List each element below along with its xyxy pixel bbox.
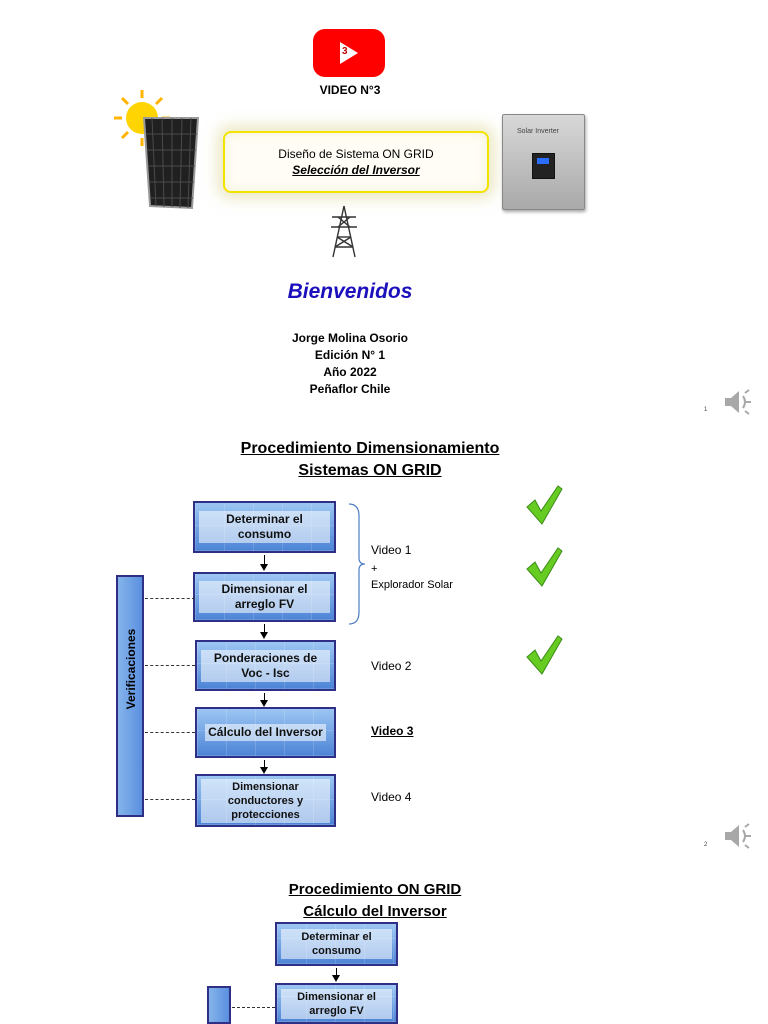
flow-step-conductores: Dimensionar conductores y protecciones — [195, 774, 336, 827]
welcome-heading: Bienvenidos — [287, 280, 413, 303]
procedure-on-grid-title: Procedimiento ON GRID Cálculo del Invers… — [240, 879, 510, 923]
verificaciones-bar-2 — [207, 986, 231, 1024]
checkmark-icon — [526, 485, 563, 525]
flow-arrow — [260, 624, 268, 639]
dashed-connector — [232, 1007, 275, 1008]
flow-step-arreglo: Dimensionar el arreglo FV — [193, 572, 336, 622]
page-number-2: 2 — [704, 842, 708, 848]
youtube-video-number: 3 — [342, 46, 348, 57]
flow-step-inversor: Cálculo del Inversor — [195, 707, 336, 758]
verificaciones-label: Verificaciones — [124, 628, 138, 710]
solar-panel-icon — [142, 117, 200, 210]
procedure-on-grid-line1: Procedimiento ON GRID — [288, 881, 462, 898]
flow-step-arreglo-2: Dimensionar el arreglo FV — [275, 983, 398, 1024]
topic-subtitle: Selección del Inversor — [292, 163, 420, 177]
procedure-title-line1: Procedimiento Dimensionamiento — [240, 440, 500, 457]
brace-icon — [348, 503, 366, 625]
plus-label: + — [371, 563, 378, 575]
video-4-label: Video 4 — [371, 790, 412, 804]
flow-step-label: Determinar el consumo — [199, 511, 330, 543]
flow-step-label: Dimensionar conductores y protecciones — [201, 778, 330, 823]
procedure-title-line2: Sistemas ON GRID — [298, 462, 442, 479]
play-icon: 3 — [340, 42, 358, 64]
video-title: VIDEO N°3 — [319, 83, 381, 97]
flow-arrow — [260, 693, 268, 707]
speaker-icon[interactable] — [719, 818, 755, 854]
dashed-connector — [145, 665, 195, 666]
author-block: Jorge Molina Osorio Edición N° 1 Año 202… — [250, 330, 450, 398]
edition: Edición N° 1 — [314, 348, 386, 362]
explorador-solar-label: Explorador Solar — [371, 579, 453, 591]
flow-step-label: Dimensionar el arreglo FV — [199, 581, 330, 613]
flow-step-ponderaciones: Ponderaciones de Voc - Isc — [195, 640, 336, 691]
flow-step-label: Dimensionar el arreglo FV — [281, 988, 392, 1019]
year: Año 2022 — [323, 365, 377, 379]
topic-title: Diseño de Sistema ON GRID — [278, 147, 434, 161]
flow-step-consumo: Determinar el consumo — [193, 501, 336, 553]
solar-inverter-image: Solar Inverter — [502, 114, 585, 210]
dashed-connector — [145, 732, 195, 733]
location: Peñaflor Chile — [309, 382, 391, 396]
procedure-on-grid-line2: Cálculo del Inversor — [303, 903, 447, 920]
video-3-label: Video 3 — [371, 724, 414, 738]
dashed-connector — [145, 598, 195, 599]
video-2-label: Video 2 — [371, 659, 412, 673]
solar-panel-sun-image — [114, 90, 200, 210]
youtube-logo: 3 — [313, 29, 385, 77]
flow-step-consumo-2: Determinar el consumo — [275, 922, 398, 966]
checkmark-icon — [526, 547, 563, 587]
flow-step-label: Ponderaciones de Voc - Isc — [201, 649, 330, 682]
page-number-1: 1 — [704, 407, 708, 413]
procedure-title: Procedimiento Dimensionamiento Sistemas … — [210, 438, 530, 482]
flow-arrow — [260, 760, 268, 774]
dashed-connector — [145, 799, 195, 800]
flow-step-label: Determinar el consumo — [281, 929, 392, 959]
inverter-label: Solar Inverter — [517, 128, 560, 135]
checkmark-icon — [526, 635, 563, 675]
verificaciones-bar — [116, 575, 144, 817]
flow-arrow — [260, 555, 268, 571]
power-tower-icon — [331, 205, 357, 258]
inverter-display — [532, 153, 555, 179]
flow-step-label: Cálculo del Inversor — [205, 724, 326, 741]
video-topic-box: Diseño de Sistema ON GRID Selección del … — [223, 131, 489, 193]
video-1-label: Video 1 — [371, 543, 412, 557]
speaker-icon[interactable] — [719, 384, 755, 420]
author-name: Jorge Molina Osorio — [291, 331, 408, 345]
flow-arrow — [332, 968, 340, 982]
